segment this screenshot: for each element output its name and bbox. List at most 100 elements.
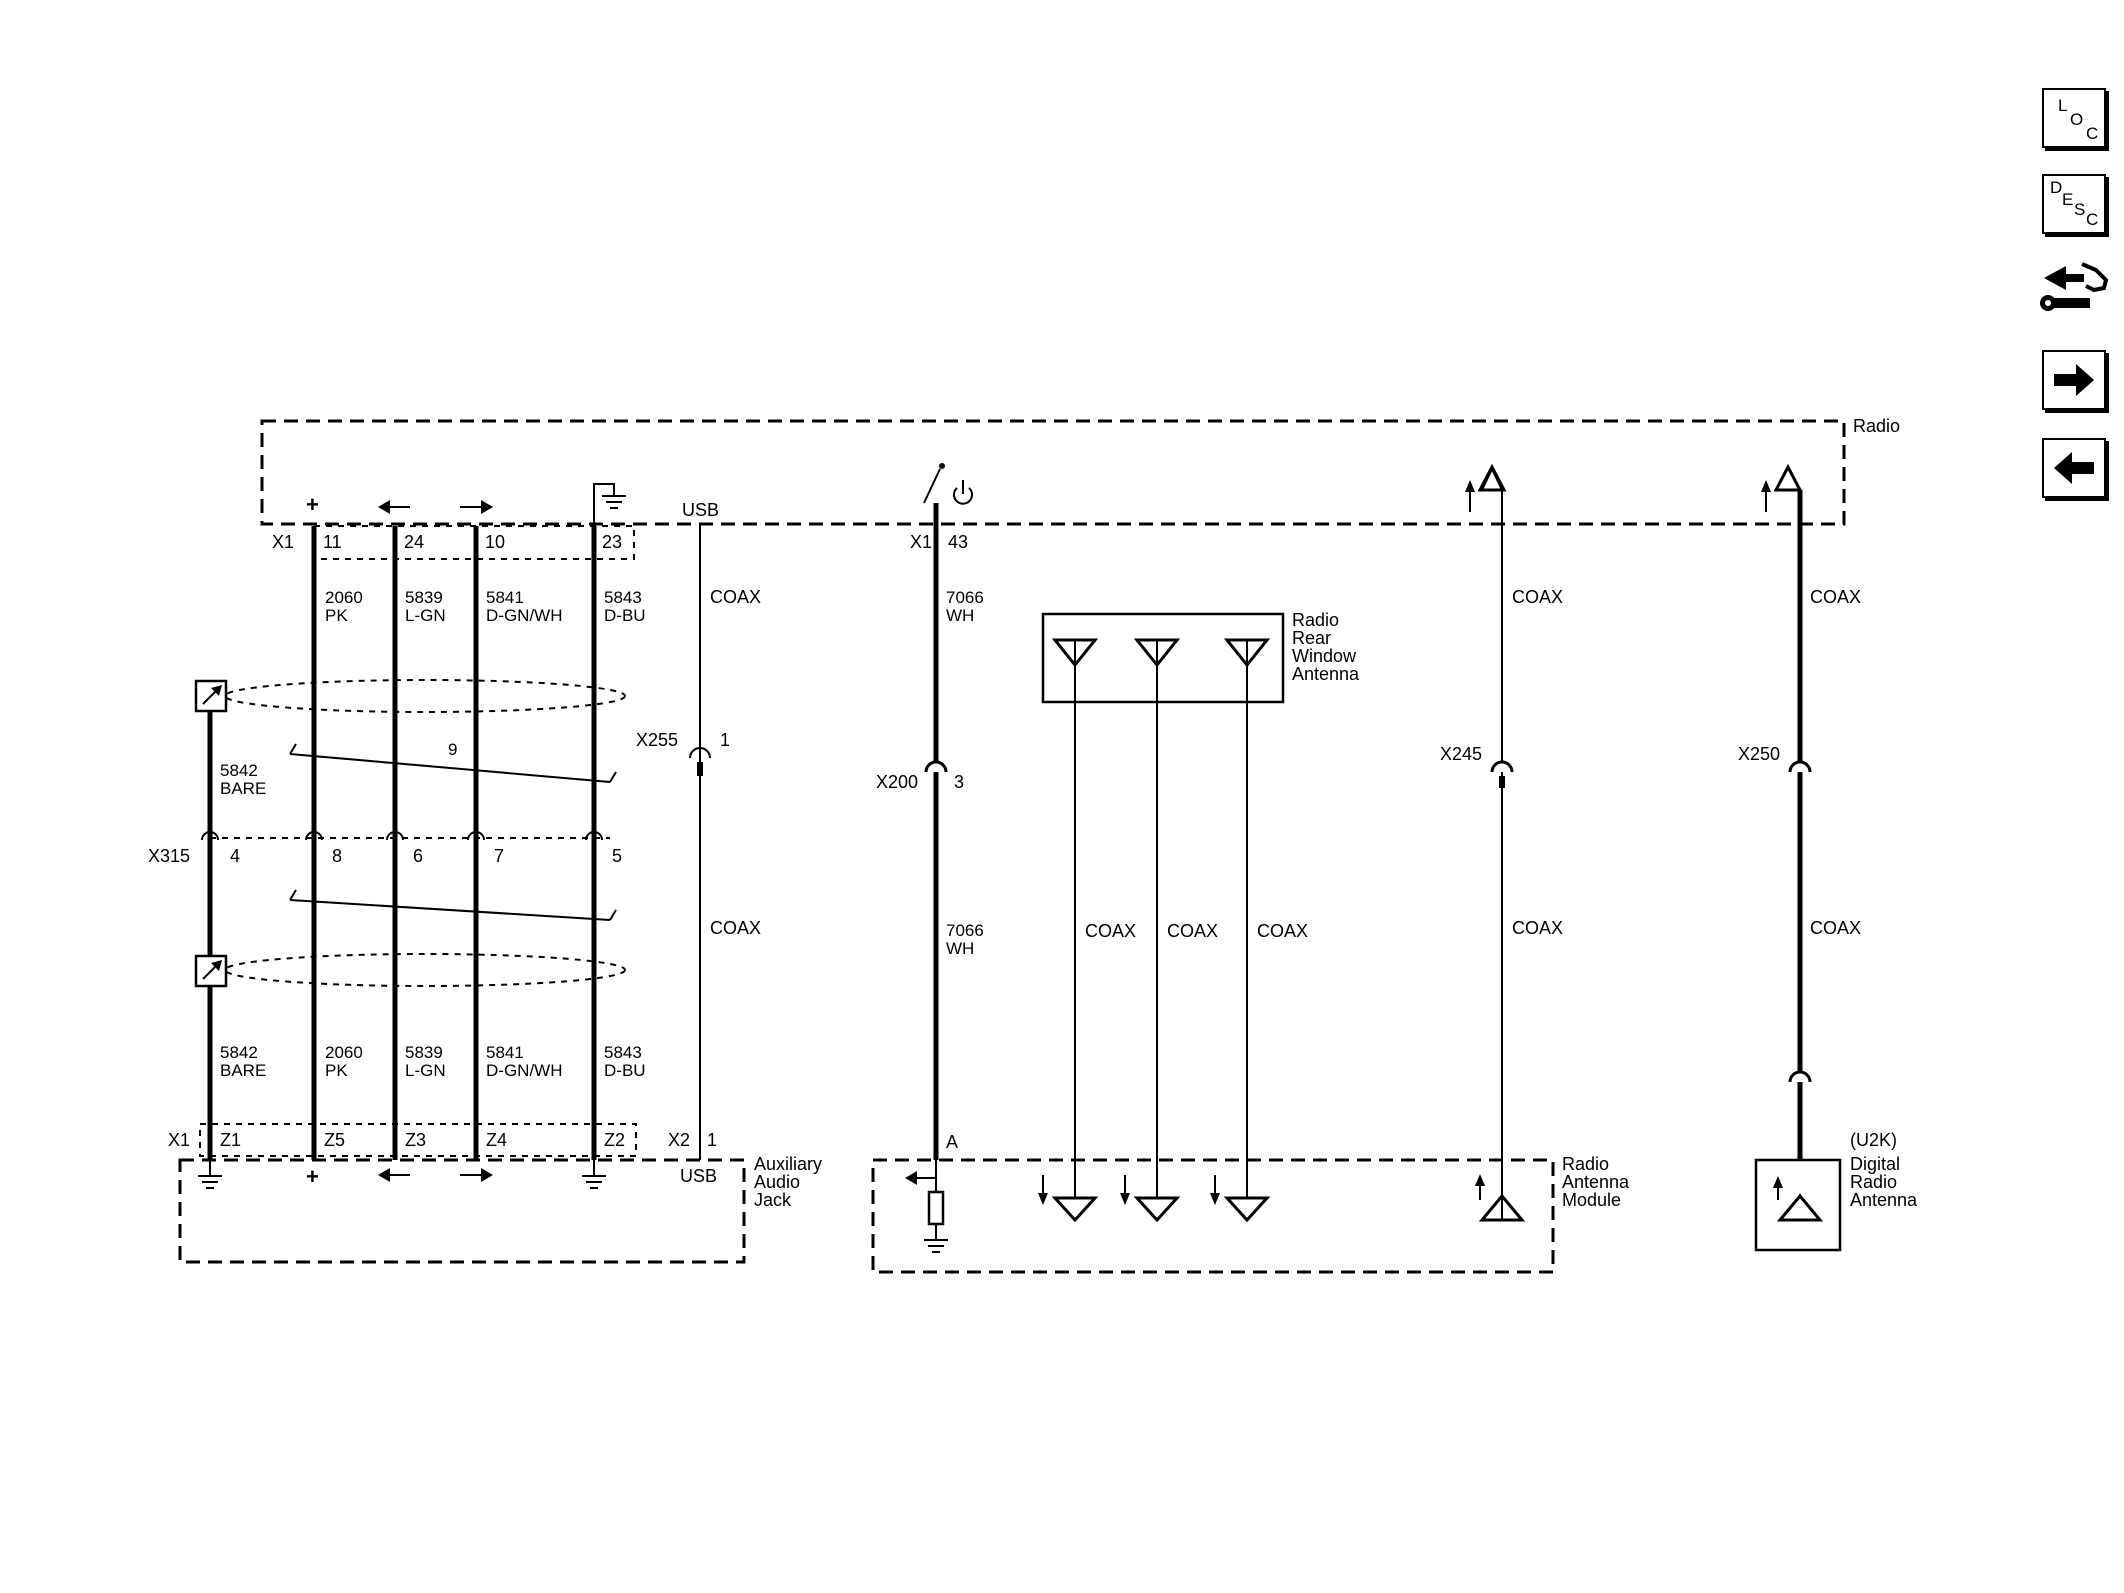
aux-left-arrow-icon xyxy=(378,1168,410,1182)
wrench-car-icon xyxy=(2040,262,2109,311)
wire-5843-circuit: 5843 xyxy=(604,588,642,607)
shield-ellipse-lower xyxy=(224,953,626,987)
antenna-module-boundary xyxy=(871,1158,1555,1274)
aux-usb-label: USB xyxy=(680,1166,717,1186)
digital-antenna-label-1: (U2K) xyxy=(1850,1130,1897,1150)
x200-label: X200 xyxy=(876,772,918,792)
radio-x1-coax-label: X1 xyxy=(910,532,932,552)
service-tools-button[interactable] xyxy=(2036,256,2112,324)
loc-letter-c: C xyxy=(2086,124,2099,143)
wire-5839-circuit-lower: 5839 xyxy=(405,1043,443,1062)
module-left-arrow-icon xyxy=(905,1171,936,1185)
x315-terminals xyxy=(201,831,603,841)
digital-antenna-label-4: Antenna xyxy=(1850,1190,1918,1210)
aux-plus-symbol: + xyxy=(306,1164,319,1189)
shield-ellipse-upper xyxy=(224,679,626,713)
loc-letter-l: L xyxy=(2058,96,2068,115)
x255-label: X255 xyxy=(636,730,678,750)
aux-jack-label-3: Jack xyxy=(754,1190,792,1210)
resistor-icon xyxy=(924,1160,948,1253)
coax-rear-label-2: COAX xyxy=(1167,921,1218,941)
x315-pin-5: 5 xyxy=(612,846,622,866)
digital-antenna-connector xyxy=(1788,1070,1812,1083)
aux-ground-icon-2 xyxy=(582,1160,606,1189)
antenna-module-label-2: Antenna xyxy=(1562,1172,1630,1192)
wire-7066-circuit-upper: 7066 xyxy=(946,588,984,607)
wire-5843-color: D-BU xyxy=(604,606,646,625)
radio-x1-label: X1 xyxy=(272,532,294,552)
antenna-input-icon-2 xyxy=(1761,463,1803,512)
wire-5843-circuit-lower: 5843 xyxy=(604,1043,642,1062)
wire-7066-color-upper: WH xyxy=(946,606,974,625)
aux-pin-z2: Z2 xyxy=(604,1130,625,1150)
x200-connector xyxy=(924,760,948,773)
digital-antenna-label-3: Radio xyxy=(1850,1172,1897,1192)
wire-7066-circuit-lower: 7066 xyxy=(946,921,984,940)
antenna-input-icon-1 xyxy=(1465,463,1507,512)
module-antenna-4 xyxy=(1475,1174,1526,1222)
usb-coax-label-lower: COAX xyxy=(710,918,761,938)
aux-pin-z5: Z5 xyxy=(324,1130,345,1150)
power-plus-symbol: + xyxy=(306,492,319,517)
desc-letter-s: S xyxy=(2074,200,2086,219)
aux-right-arrow-icon xyxy=(460,1168,493,1182)
twist-label: 9 xyxy=(448,740,457,759)
rear-antenna-label-3: Window xyxy=(1292,646,1357,666)
coax-x250-label-lower: COAX xyxy=(1810,918,1861,938)
antenna-module-label-3: Module xyxy=(1562,1190,1621,1210)
wire-2060-circuit-lower: 2060 xyxy=(325,1043,363,1062)
x315-pin-6: 6 xyxy=(413,846,423,866)
desc-letter-e: E xyxy=(2062,190,2074,209)
shield-color-upper: BARE xyxy=(220,779,266,798)
ground-icon xyxy=(593,483,626,523)
wire-5839-circuit: 5839 xyxy=(405,588,443,607)
radio-pin-43: 43 xyxy=(948,532,968,552)
coax-x245-label-upper: COAX xyxy=(1512,587,1563,607)
left-arrow-icon xyxy=(2054,452,2094,484)
module-antenna-2 xyxy=(1120,1175,1181,1223)
x255-pin: 1 xyxy=(720,730,730,750)
digital-antenna-label-2: Digital xyxy=(1850,1154,1900,1174)
aux-pin-z4: Z4 xyxy=(486,1130,507,1150)
aux-pin-z1: Z1 xyxy=(220,1130,241,1150)
aux-jack-boundary xyxy=(178,1158,746,1264)
rear-antenna-label-2: Rear xyxy=(1292,628,1331,648)
radio-module-label: Radio xyxy=(1853,416,1900,436)
coax-x250-label-upper: COAX xyxy=(1810,587,1861,607)
aux-jack-label-1: Auxiliary xyxy=(754,1154,822,1174)
rear-antenna-label-1: Radio xyxy=(1292,610,1339,630)
twist-line-lower xyxy=(289,899,611,921)
aux-x1-connector xyxy=(199,1123,637,1157)
aux-pin-z3: Z3 xyxy=(405,1130,426,1150)
radio-pin-23: 23 xyxy=(602,532,622,552)
left-arrow-icon xyxy=(378,500,410,514)
digital-antenna-icon xyxy=(1773,1176,1824,1222)
right-arrow-icon xyxy=(460,500,493,514)
module-antenna-1 xyxy=(1038,1175,1099,1223)
usb-coax-label-upper: COAX xyxy=(710,587,761,607)
radio-pin-10: 10 xyxy=(485,532,505,552)
aux-x2-label: X2 xyxy=(668,1130,690,1150)
aux-ground-icon-1 xyxy=(198,1160,222,1189)
desc-button[interactable]: D E S C xyxy=(2042,174,2106,234)
wire-5841-circuit: 5841 xyxy=(486,588,524,607)
wire-2060-color-lower: PK xyxy=(325,1061,348,1080)
x315-pin-4: 4 xyxy=(230,846,240,866)
coax-x245-label-lower: COAX xyxy=(1512,918,1563,938)
x255-connector xyxy=(689,747,711,776)
loc-button[interactable]: L O C xyxy=(2042,88,2106,148)
wire-5841-circuit-lower: 5841 xyxy=(486,1043,524,1062)
x315-pin-8: 8 xyxy=(332,846,342,866)
x245-label: X245 xyxy=(1440,744,1482,764)
back-button[interactable] xyxy=(2042,438,2106,498)
radio-usb-label: USB xyxy=(682,500,719,520)
x250-connector xyxy=(1788,760,1812,773)
module-antenna-3 xyxy=(1210,1175,1271,1223)
coax-rear-label-3: COAX xyxy=(1257,921,1308,941)
loc-button-text: L O C xyxy=(2044,90,2104,146)
forward-button[interactable] xyxy=(2042,350,2106,410)
aux-x1-label: X1 xyxy=(168,1130,190,1150)
wire-5839-color: L-GN xyxy=(405,606,446,625)
radio-pin-24: 24 xyxy=(404,532,424,552)
